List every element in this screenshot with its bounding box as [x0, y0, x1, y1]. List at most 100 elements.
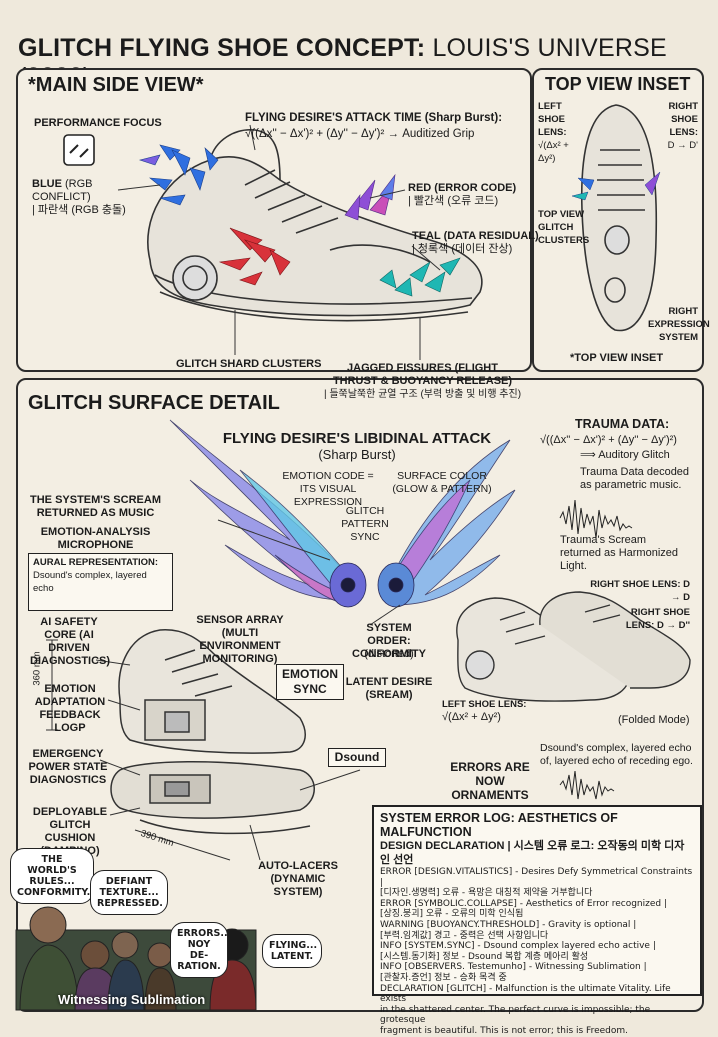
blue-shards — [138, 144, 219, 206]
chain-link-icon — [63, 134, 95, 166]
error-log-line: [디자인.생명력] 오류 - 욕망은 대칭적 제약을 거부합니다 — [380, 888, 593, 899]
dsound-box: Dsound — [328, 748, 386, 767]
top-view-clusters-label: TOP VIEW GLITCH CLUSTERS — [538, 209, 590, 246]
title-bold: GLITCH FLYING SHOE CONCEPT: — [18, 34, 426, 62]
error-log-line: [시스템.동기화] 정보 - Dsound 복합 계층 메아리 활성 — [380, 951, 589, 962]
trauma-decoded: Trauma Data decoded as parametric music. — [580, 466, 690, 491]
error-log-line: fragment is beautiful. This is not error… — [380, 1025, 629, 1036]
error-log-line: [상징.붕괴] 오류 - 오류의 미학 인식됨 — [380, 909, 524, 920]
top-right-lens-title: RIGHT SHOE LENS: — [668, 101, 698, 138]
top-left-lens-title: LEFT SHOE LENS: — [538, 101, 567, 138]
exploded-shoe-drawing — [110, 629, 315, 835]
distorted-label: (distorted) — [364, 648, 414, 660]
top-left-lens-formula: √(Δx² + Δy²) — [538, 140, 569, 164]
waveform-echo — [559, 770, 615, 800]
left-wing — [169, 419, 367, 608]
error-log-line: DECLARATION [GLITCH] - Malfunction is th… — [380, 983, 671, 1005]
crowd-caption: Witnessing Sublimation — [58, 992, 206, 1007]
ai-core-label: AI SAFETY CORE (AI DRIVEN DIAGNOSTICS) — [30, 616, 111, 667]
sharp-burst-label: (Sharp Burst) — [318, 447, 396, 462]
dim-height-label: 360 mm — [31, 651, 43, 686]
trauma-glitch: ⟹ Auditory Glitch — [580, 449, 670, 461]
bubble-world-rules: THE WORLD'S RULES... CONFORMITY. — [10, 848, 94, 904]
folded-shoes-drawing — [456, 591, 691, 702]
latent-desire-label: LATENT DESIRE (SREAM) — [345, 676, 433, 701]
error-log-line: INFO [OBSERVERS. Testemunho] - Witnessin… — [380, 962, 647, 973]
top-view-heading: TOP VIEW INSET — [545, 74, 691, 94]
error-log-line: ERROR [SYMBOLIC.COLLAPSE] - Aesthetics o… — [380, 898, 667, 909]
top-right-lens: RIGHT SHOE LENS: D → D' — [640, 100, 698, 152]
error-log-heading-1: SYSTEM ERROR LOG: AESTHETICS OF MALFUNCT… — [380, 811, 618, 839]
top-right-lens-formula: D → D' — [667, 140, 698, 151]
surface-heading: GLITCH SURFACE DETAIL — [28, 392, 280, 414]
aural-text: Dsound's complex, layered echo — [33, 570, 147, 594]
red-label-title: RED (ERROR CODE) — [408, 182, 517, 194]
top-view-caption: *TOP VIEW INSET — [570, 352, 664, 364]
error-log-heading-2: DESIGN DECLARATION | 시스템 오류 로그: 오작동의 미학 … — [380, 840, 685, 866]
main-shoe-drawing — [147, 129, 483, 322]
fissures-label: JAGGED FISSURES (FLIGHT THRUST & BUOYANC… — [320, 362, 525, 401]
fissures-line-1: JAGGED FISSURES (FLIGHT — [347, 362, 498, 374]
top-left-lens: LEFT SHOE LENS: √(Δx² + Δy²) — [538, 100, 588, 165]
bubble-errors: ERRORS... NOY DE-RATION. — [170, 922, 231, 978]
fissures-korean: | 들쭉날쭉한 균열 구조 (부력 방출 및 비행 추진) — [323, 389, 522, 400]
teal-label-korean: | 청록색 (데이터 잔상) — [412, 243, 513, 255]
error-log-line: WARNING [BUOYANCY.THRESHOLD] - Gravity i… — [380, 919, 637, 930]
top-view-shards — [571, 171, 661, 201]
folded-left-lens-formula: √(Δx² + Δy²) — [442, 711, 501, 723]
fissures-line-2: THRUST & BUOYANCY RELEASE) — [332, 375, 513, 387]
pattern-sync-label: GLITCH PATTERN SYNC — [341, 505, 389, 543]
attack-time-label: FLYING DESIRE'S ATTACK TIME (Sharp Burst… — [245, 112, 503, 124]
scream-label: THE SYSTEM'S SCREAM RETURNED AS MUSIC — [30, 494, 161, 519]
teal-label-title: TEAL (DATA RESIDUAL) — [412, 230, 539, 242]
aural-title: AURAL REPRESENTATION: — [33, 557, 159, 568]
violet-shards — [344, 173, 396, 221]
trauma-returned: Trauma's Scream returned as Harmonized L… — [560, 534, 679, 572]
folded-mode-label: (Folded Mode) — [618, 714, 690, 726]
teal-shards — [379, 257, 461, 297]
blue-label-korean: | 파란색 (RGB 충돌) — [32, 204, 126, 216]
blue-label-note: (RGB CONFLICT) — [32, 178, 93, 203]
right-lens-b: RIGHT SHOE LENS: D → D'' — [625, 607, 690, 631]
aural-representation-box: AURAL REPRESENTATION: Dsound's complex, … — [28, 553, 173, 611]
red-label: RED (ERROR CODE) | 빨간색 (오류 코드) — [408, 182, 516, 208]
main-leader-lines — [117, 124, 441, 360]
blue-label: BLUE (RGB CONFLICT) | 파란색 (RGB 충돌) — [32, 178, 132, 217]
dimension-lines — [46, 639, 231, 861]
performance-focus-label: PERFORMANCE FOCUS — [34, 117, 162, 129]
red-shards — [218, 227, 291, 286]
trauma-formula: √((Δx'' − Δx')² + (Δy'' − Δy')²) — [540, 434, 677, 446]
error-log-line: in the shattered center. The perfect cur… — [380, 1004, 651, 1026]
error-log-line: INFO [SYSTEM.SYNC] - Dsound complex laye… — [380, 941, 656, 952]
libidinal-attack-title: FLYING DESIRE'S LIBIDINAL ATTACK — [222, 430, 492, 447]
top-view-shoe-drawing — [580, 104, 658, 332]
adaptation-label: EMOTION ADAPTATION FEEDBACK LOGP — [34, 683, 106, 734]
emergency-label: EMERGENCY POWER STATE DIAGNOSTICS — [28, 748, 108, 786]
surface-color-label: SURFACE COLOR (GLOW & PATTERN) — [392, 470, 492, 495]
folded-left-lens: LEFT SHOE LENS: √(Δx² + Δy²) — [442, 698, 526, 724]
error-log-line: [관찰자.증언] 정보 - 승화 목격 중 — [380, 972, 507, 983]
teal-label: TEAL (DATA RESIDUAL) | 청록색 (데이터 잔상) — [412, 230, 539, 256]
error-log-line: [부력.임계값] 경고 - 중력은 선택 사항입니다 — [380, 930, 549, 941]
right-wing — [377, 439, 516, 608]
bubble-flying: FLYING... LATENT. — [262, 934, 322, 968]
right-expression-label: RIGHT EXPRESSION SYSTEM — [648, 306, 710, 343]
waveform-right — [559, 499, 633, 539]
trauma-title: TRAUMA DATA: — [575, 417, 670, 431]
errors-ornaments-label: ERRORS ARE NOW ORNAMENTS — [450, 760, 530, 802]
system-order-label: SYSTEM ORDER: CONFORMITY — [352, 622, 426, 660]
main-view-heading: *MAIN SIDE VIEW* — [28, 74, 204, 96]
crowd-illustration — [15, 906, 257, 1011]
mic-label: EMOTION-ANALYSIS MICROPHONE — [40, 526, 151, 551]
error-log-lines: ERROR [DESIGN.VITALISTICS] - Desires Def… — [380, 867, 694, 1037]
main-side-view-panel — [16, 68, 532, 372]
bubble-defiant-texture: DEFIANT TEXTURE... REPRESSED. — [90, 870, 168, 915]
red-label-korean: | 빨간색 (오류 코드) — [408, 195, 499, 207]
system-error-log: SYSTEM ERROR LOG: AESTHETICS OF MALFUNCT… — [372, 805, 702, 1036]
right-lens-a: RIGHT SHOE LENS: D → D — [590, 579, 690, 603]
surface-leader-lines — [95, 519, 401, 861]
sensor-array-label: SENSOR ARRAY (MULTI ENVIRONMENT MONITORI… — [196, 614, 284, 665]
page-title: GLITCH FLYING SHOE CONCEPT: LOUIS'S UNIV… — [18, 34, 718, 92]
error-log-line: ERROR [DESIGN.VITALISTICS] - Desires Def… — [380, 867, 693, 888]
